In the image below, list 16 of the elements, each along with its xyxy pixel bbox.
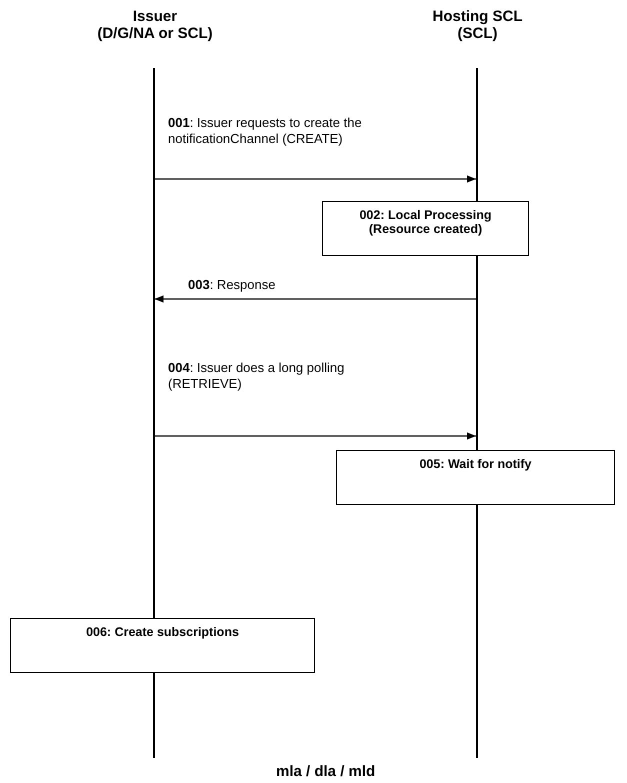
participant-heading: (SCL) xyxy=(456,25,498,42)
process-box: 005: Wait for notify xyxy=(336,450,615,505)
interface-label: mla / dla / mld xyxy=(276,763,376,780)
message-arrow xyxy=(154,175,476,183)
edge-label: 001: Issuer requests to create the notificationChannel (CREATE) xyxy=(168,115,363,147)
participant-heading: Hosting SCL xyxy=(432,8,524,25)
lifeline xyxy=(476,68,478,758)
participant-heading: Issuer xyxy=(132,8,178,25)
edge-label: 003: Response xyxy=(188,277,276,293)
participant-heading: (D/G/NA or SCL) xyxy=(96,25,214,42)
edge-label: 004: Issuer does a long polling (RETRIEVE) xyxy=(168,360,346,392)
process-box: 002: Local Processing (Resource created) xyxy=(322,201,529,256)
lifeline xyxy=(153,68,154,758)
message-arrow xyxy=(154,432,476,440)
message-arrow xyxy=(154,295,476,303)
process-box: 006: Create subscriptions xyxy=(10,618,315,673)
